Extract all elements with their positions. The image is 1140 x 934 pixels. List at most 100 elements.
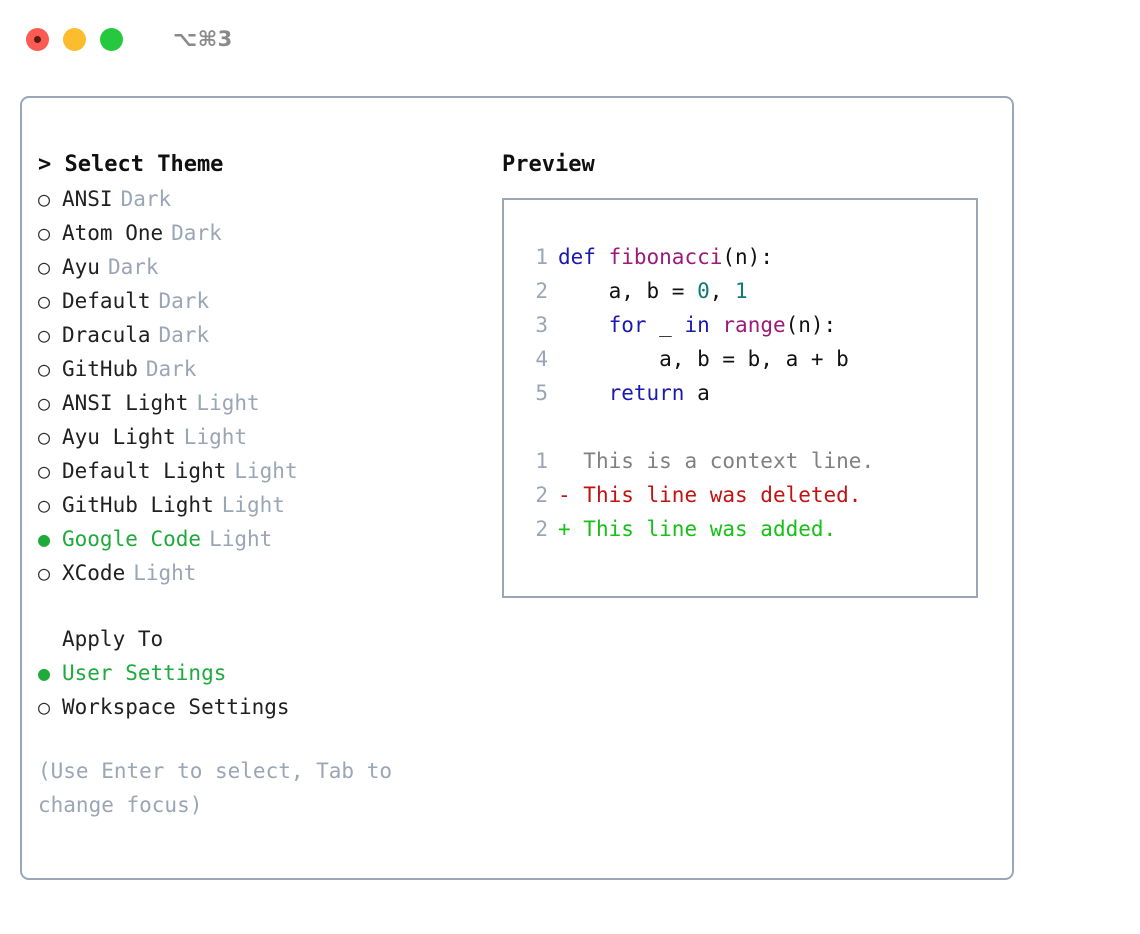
theme-option-default[interactable]: ○ Default Dark (38, 284, 478, 318)
theme-option-atom-one[interactable]: ○ Atom One Dark (38, 216, 478, 250)
theme-option-xcode[interactable]: ○ XCode Light (38, 556, 478, 590)
line-number: 4 (535, 347, 548, 371)
code-token-plain (558, 381, 609, 405)
radio-selected-icon: ● (38, 661, 51, 685)
theme-name-label: Dracula (62, 323, 151, 347)
theme-option-github[interactable]: ○ GitHub Dark (38, 352, 478, 386)
code-token-plain (558, 313, 609, 337)
theme-kind-badge: Dark (145, 357, 197, 381)
apply-to-options[interactable]: ● User Settings ○ Workspace Settings (38, 656, 478, 724)
keyboard-shortcut-label: ⌥⌘3 (173, 27, 233, 51)
theme-name-label: ANSI Light (62, 391, 189, 415)
theme-kind-badge: Dark (158, 289, 210, 313)
spacer (518, 410, 976, 444)
diff-line-add: 2+ This line was added. (518, 512, 976, 546)
spacer (38, 590, 478, 622)
code-token-plain: a, b = b, a + b (558, 347, 849, 371)
code-token-num: 0 (697, 279, 710, 303)
code-text: a, b = 0, 1 (558, 274, 748, 308)
diff-text: This line was added. (583, 517, 837, 541)
keyboard-hint-text: (Use Enter to select, Tab to change focu… (38, 759, 393, 817)
code-line: 3 for _ in range(n): (518, 308, 976, 342)
theme-kind-badge: Light (209, 527, 273, 551)
theme-kind-badge: Dark (171, 221, 222, 245)
theme-kind-badge: Dark (120, 187, 172, 211)
radio-unselected-icon: ○ (38, 221, 51, 245)
theme-name-label: Ayu (62, 255, 100, 279)
preview-heading: Preview (502, 152, 595, 177)
code-token-plain (596, 245, 609, 269)
line-number: 5 (535, 381, 548, 405)
code-token-plain: a, b = (558, 279, 698, 303)
theme-option-dracula[interactable]: ○ Dracula Dark (38, 318, 478, 352)
line-number: 2 (535, 279, 548, 303)
diff-line-ctx: 1 This is a context line. (518, 444, 976, 478)
theme-name-label: GitHub (62, 357, 138, 381)
zoom-button-icon[interactable] (100, 27, 123, 51)
radio-unselected-icon: ○ (38, 459, 51, 483)
code-token-fn: range (722, 313, 786, 337)
close-button-icon[interactable] (26, 27, 49, 51)
code-token-kw: def (558, 245, 596, 269)
radio-unselected-icon: ○ (38, 561, 51, 585)
select-theme-heading: > Select Theme (38, 152, 224, 177)
theme-option-ansi[interactable]: ○ ANSI Dark (38, 182, 478, 216)
apply-to-label: Workspace Settings (62, 695, 290, 719)
radio-unselected-icon: ○ (38, 425, 51, 449)
theme-kind-badge: Light (221, 493, 285, 517)
theme-name-label: XCode (62, 561, 126, 585)
line-number: 2 (535, 517, 548, 541)
radio-selected-icon: ● (38, 527, 51, 551)
radio-unselected-icon: ○ (38, 289, 51, 313)
radio-unselected-icon: ○ (38, 187, 51, 211)
code-line: 2 a, b = 0, 1 (518, 274, 976, 308)
theme-kind-badge: Light (183, 425, 248, 449)
apply-to-option-user-settings[interactable]: ● User Settings (38, 656, 478, 690)
diff-marker (558, 444, 583, 478)
diff-text: This line was deleted. (583, 483, 862, 507)
radio-unselected-icon: ○ (38, 323, 51, 347)
code-token-plain: a (684, 381, 710, 405)
theme-kind-badge: Light (234, 459, 298, 483)
theme-name-label: Default (62, 289, 151, 313)
minimize-button-icon[interactable] (63, 27, 86, 51)
line-number: 1 (535, 245, 548, 269)
window-controls (26, 27, 123, 51)
radio-unselected-icon: ○ (38, 493, 51, 517)
code-line: 4 a, b = b, a + b (518, 342, 976, 376)
diff-marker: - (558, 483, 584, 507)
code-token-plain (710, 313, 723, 337)
theme-name-label: Atom One (62, 221, 164, 245)
apply-to-label: User Settings (62, 661, 227, 685)
code-token-plain: (n): (722, 245, 773, 269)
radio-unselected-icon: ○ (38, 695, 51, 719)
theme-kind-badge: Dark (158, 323, 210, 347)
theme-option-google-code[interactable]: ● Google Code Light (38, 522, 478, 556)
apply-to-option-workspace-settings[interactable]: ○ Workspace Settings (38, 690, 478, 724)
diff-text: This is a context line. (583, 449, 875, 473)
code-text: return a (558, 376, 710, 410)
code-text: a, b = b, a + b (558, 342, 849, 376)
diff-line-del: 2- This line was deleted. (518, 478, 976, 512)
code-token-num: 1 (735, 279, 748, 303)
code-line: 5 return a (518, 376, 976, 410)
theme-name-label: Google Code (62, 527, 202, 551)
code-token-plain: _ (646, 313, 685, 337)
theme-kind-badge: Light (196, 391, 260, 415)
theme-name-label: ANSI (62, 187, 113, 211)
radio-unselected-icon: ○ (38, 357, 51, 381)
theme-kind-badge: Light (133, 561, 197, 585)
code-token-plain: (n): (785, 313, 837, 337)
